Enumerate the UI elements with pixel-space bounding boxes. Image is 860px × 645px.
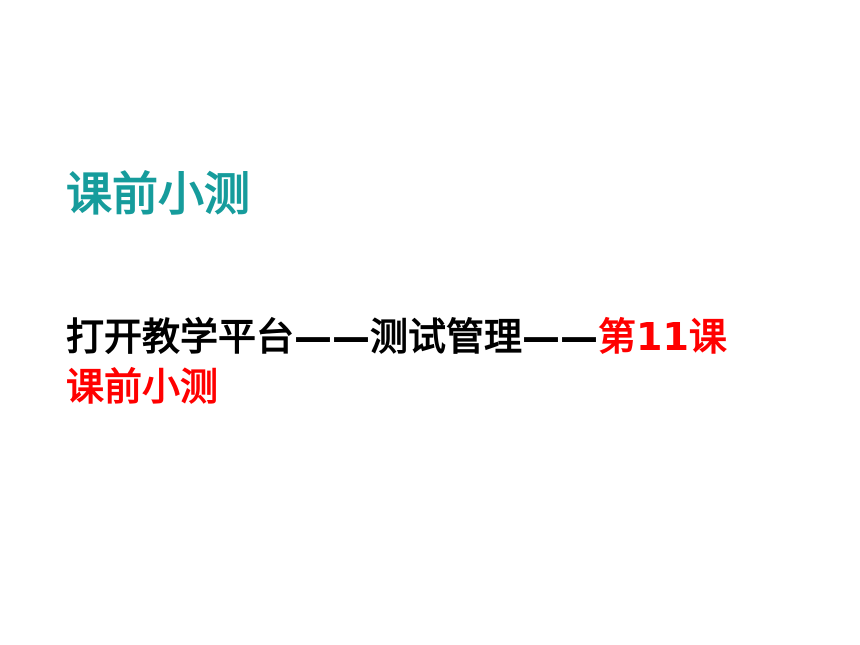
slide-title: 课前小测 <box>66 167 250 221</box>
instruction-text: 打开教学平台——测试管理——第11课 课前小测 <box>66 312 806 412</box>
instruction-path: 打开教学平台——测试管理—— <box>66 315 599 359</box>
instruction-line-2: 课前小测 <box>66 362 806 412</box>
instruction-test-name: 课前小测 <box>66 365 219 409</box>
instruction-lesson: 第11课 <box>598 315 727 359</box>
instruction-line-1: 打开教学平台——测试管理——第11课 <box>66 312 806 362</box>
